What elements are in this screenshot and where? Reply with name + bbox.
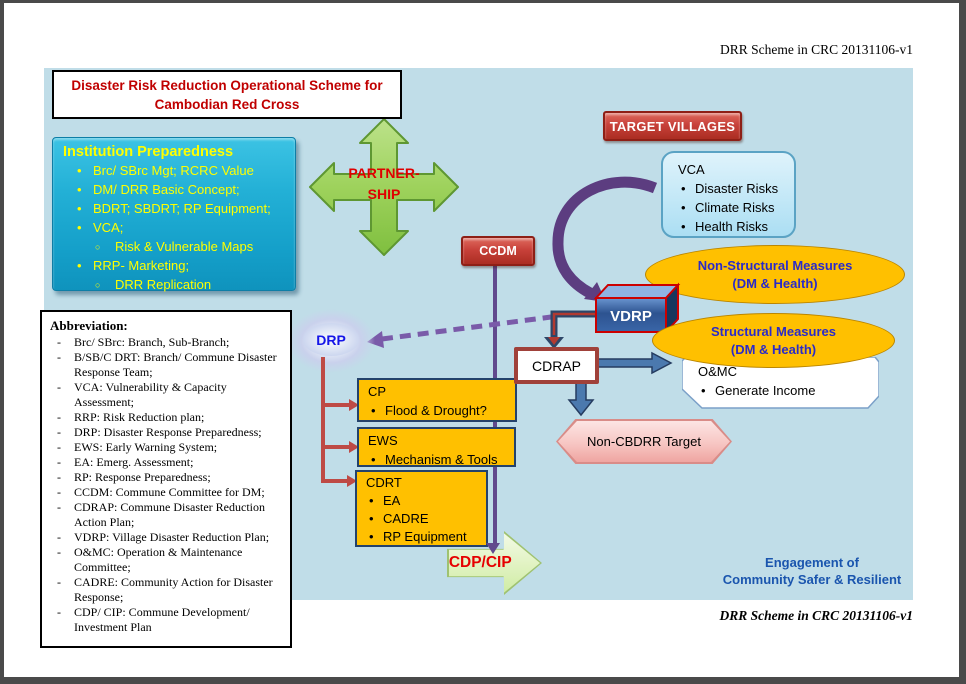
non-cbdrr-target-shape: Non-CBDRR Target	[556, 419, 732, 464]
engagement-caption: Engagement of Community Safer & Resilien…	[722, 555, 902, 587]
vca-heading: VCA	[678, 162, 705, 177]
diagram-title-box: Disaster Risk Reduction Operational Sche…	[52, 70, 402, 119]
list-item: BDRT; SBDRT; RP Equipment;	[63, 199, 287, 218]
dashed-arrow-vdrp-to-drp	[367, 314, 552, 348]
cdrt-heading: CDRT	[366, 475, 402, 490]
list-item: EWS: Early Warning System;	[50, 440, 282, 455]
drp-ellipse: DRP	[303, 323, 359, 356]
list-item: O&MC: Operation & Maintenance Committee;	[50, 545, 282, 575]
quad-arrow-icon	[309, 118, 459, 256]
slide-page: DRR Scheme in CRC 20131106-v1 Disaster R…	[4, 3, 959, 677]
drp-vertical-line	[321, 357, 325, 483]
list-item: DRP: Disaster Response Preparedness;	[50, 425, 282, 440]
list-item: Brc/ SBrc Mgt; RCRC Value	[63, 161, 287, 180]
list-item: EA	[366, 492, 486, 510]
list-item: RRP- Marketing;	[63, 256, 287, 275]
elbow-arrow-vdrp-to-cdrap	[544, 310, 600, 349]
institution-list: Brc/ SBrc Mgt; RCRC Value DM/ DRR Basic …	[63, 161, 287, 295]
target-villages-box: TARGET VILLAGES	[603, 111, 742, 141]
structural-measures-ellipse: Structural Measures (DM & Health)	[652, 313, 895, 368]
list-item: Disaster Risks	[678, 179, 794, 198]
vdrp-label: VDRP	[610, 308, 652, 325]
non-cbdrr-target-label: Non-CBDRR Target	[558, 421, 730, 462]
list-item: Generate Income	[698, 381, 815, 400]
arrowhead-cp-icon	[349, 399, 359, 411]
omc-content: O&MC Generate Income	[698, 362, 815, 400]
list-item: CADRE	[366, 510, 486, 528]
ccdm-box: CCDM	[461, 236, 535, 266]
footer-version-label: DRR Scheme in CRC 20131106-v1	[719, 608, 913, 623]
list-item: RRP: Risk Reduction plan;	[50, 410, 282, 425]
cdrt-box: CDRT EA CADRE RP Equipment	[355, 470, 488, 547]
list-item: RP: Response Preparedness;	[50, 470, 282, 485]
abbreviation-heading: Abbreviation:	[50, 318, 128, 333]
arrowhead-cdrt-icon	[347, 475, 357, 487]
list-item: DRR Replication	[63, 275, 287, 295]
arrow-cdrap-to-structural	[592, 351, 673, 375]
list-item: CDP/ CIP: Commune Development/ Investmen…	[50, 605, 282, 635]
drp-branch-cdrt	[322, 479, 347, 483]
institution-preparedness-box: Institution Preparedness Brc/ SBrc Mgt; …	[52, 137, 296, 295]
list-item: B/SB/C DRT: Branch/ Commune Disaster Res…	[50, 350, 282, 380]
abbreviation-box: Abbreviation: Brc/ SBrc: Branch, Sub-Bra…	[40, 310, 292, 648]
non-structural-measures-ellipse: Non-Structural Measures (DM & Health)	[645, 245, 905, 304]
list-item: Health Risks	[678, 217, 794, 236]
list-item: Climate Risks	[678, 198, 794, 217]
partnership-label: PARTNER- SHIP	[348, 165, 420, 202]
drp-branch-cp	[322, 403, 349, 407]
list-item: Brc/ SBrc: Branch, Sub-Branch;	[50, 335, 282, 350]
cp-box: CP Flood & Drought?	[357, 378, 517, 422]
cdp-cip-label: CDP/CIP	[448, 554, 512, 571]
list-item: Mechanism & Tools	[368, 450, 514, 469]
vca-box: VCA Disaster Risks Climate Risks Health …	[661, 151, 796, 238]
list-item: CCDM: Commune Committee for DM;	[50, 485, 282, 500]
title-line1: Disaster Risk Reduction Operational Sche…	[71, 77, 383, 93]
list-item: CADRE: Community Action for Disaster Res…	[50, 575, 282, 605]
abbreviation-list: Brc/ SBrc: Branch, Sub-Branch; B/SB/C DR…	[50, 335, 282, 635]
header-version-label: DRR Scheme in CRC 20131106-v1	[719, 42, 913, 57]
ews-heading: EWS	[368, 433, 398, 448]
partnership-quad-arrow: PARTNER- SHIP	[308, 117, 460, 258]
list-item: Flood & Drought?	[368, 401, 515, 420]
list-item: Risk & Vulnerable Maps	[63, 237, 287, 257]
list-item: VCA;	[63, 218, 287, 237]
vdrp-box: VDRP	[593, 282, 681, 335]
drp-branch-ews	[322, 445, 349, 449]
omc-heading: O&MC	[698, 364, 737, 379]
ews-box: EWS Mechanism & Tools	[357, 427, 516, 469]
ccdm-connector-arrowhead-icon	[486, 543, 500, 554]
title-line2: Cambodian Red Cross	[154, 96, 300, 112]
omc-box: O&MC Generate Income	[682, 357, 879, 409]
list-item: RP Equipment	[366, 528, 486, 546]
list-item: VDRP: Village Disaster Reduction Plan;	[50, 530, 282, 545]
arrowhead-ews-icon	[349, 441, 359, 453]
cdrap-box: CDRAP	[514, 347, 599, 384]
list-item: EA: Emerg. Assessment;	[50, 455, 282, 470]
list-item: VCA: Vulnerability & Capacity Assessment…	[50, 380, 282, 410]
list-item: CDRAP: Commune Disaster Reduction Action…	[50, 500, 282, 530]
vca-list: Disaster Risks Climate Risks Health Risk…	[678, 179, 794, 236]
institution-heading: Institution Preparedness	[63, 144, 234, 160]
list-item: DM/ DRR Basic Concept;	[63, 180, 287, 199]
cp-heading: CP	[368, 384, 387, 399]
